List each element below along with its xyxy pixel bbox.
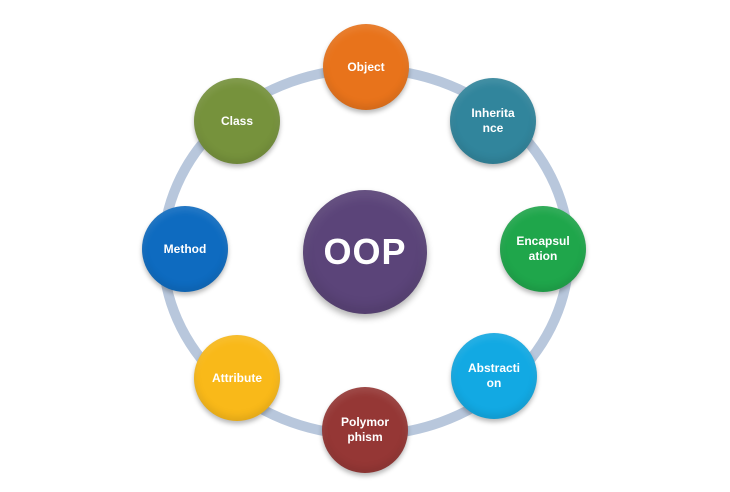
node-method-label: Method [163, 241, 207, 256]
node-method: Method [142, 206, 228, 292]
node-class-label: Class [220, 113, 254, 128]
node-abstraction: Abstracti on [451, 333, 537, 419]
node-attribute-label: Attribute [212, 370, 262, 385]
node-encapsulation-label: Encapsul ation [516, 234, 570, 263]
node-polymorphism: Polymor phism [322, 387, 408, 473]
node-class: Class [194, 78, 280, 164]
node-inheritance: Inherita nce [450, 78, 536, 164]
node-encapsulation: Encapsul ation [500, 206, 586, 292]
node-polymorphism-label: Polymor phism [340, 415, 389, 444]
node-object: Object [323, 24, 409, 110]
node-attribute: Attribute [194, 335, 280, 421]
center-label: OOP [323, 231, 407, 272]
node-object-label: Object [347, 59, 385, 74]
node-abstraction-label: Abstracti on [467, 361, 520, 390]
center-oop-circle: OOP [303, 190, 427, 314]
node-inheritance-label: Inherita nce [471, 106, 515, 135]
